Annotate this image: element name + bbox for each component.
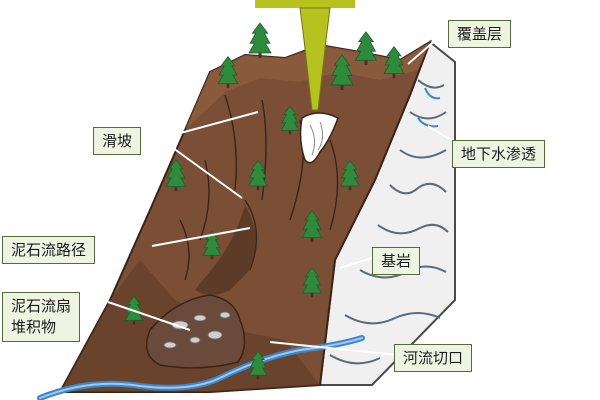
label-river-cut: 河流切口 [394,344,473,372]
label-bedrock: 基岩 [372,247,421,275]
leader-river-cut [269,341,409,357]
leader-debris-fan [107,301,191,331]
pine-tree-icon [301,266,323,298]
leader-bedrock [339,257,373,269]
label-debris-fan-line2: 堆积物 [11,318,57,336]
pine-tree-icon [248,22,272,58]
label-debris-fan: 泥石流扇 堆积物 [2,292,81,342]
label-debris-path: 泥石流路径 [2,236,96,264]
pine-tree-icon [301,210,323,243]
pine-tree-icon [165,159,187,192]
leader-debris-path [151,227,251,247]
pine-tree-icon [248,350,268,380]
headscarp-texture [309,121,324,156]
leader-overburden [407,31,446,65]
light-beam-icon [255,0,355,111]
leader-landslide-1 [161,111,259,139]
label-overburden: 覆盖层 [448,20,512,48]
pine-tree-icon [354,31,378,66]
tree-group [124,22,405,380]
pine-tree-icon [202,230,222,260]
bedrock-strata [329,79,449,365]
leader-landslide-2 [161,139,243,199]
label-landslide: 滑坡 [93,127,142,155]
leader-lines [107,31,469,357]
debris-flow-channel [195,205,257,295]
groundwater-seepage [417,87,441,128]
pine-tree-icon [247,159,269,191]
river-highlight [39,337,363,399]
pine-tree-icon [280,105,300,135]
debris-fan [145,294,246,369]
pine-tree-icon [383,46,405,79]
overburden-layer [185,42,430,130]
pine-tree-icon [339,159,361,191]
label-debris-fan-line1: 泥石流扇 [11,297,72,315]
debris-rocks [163,311,231,349]
pine-tree-icon [124,295,144,325]
pine-tree-icon [330,54,354,90]
label-groundwater: 地下水渗透 [452,140,546,168]
pine-tree-icon [217,56,239,89]
